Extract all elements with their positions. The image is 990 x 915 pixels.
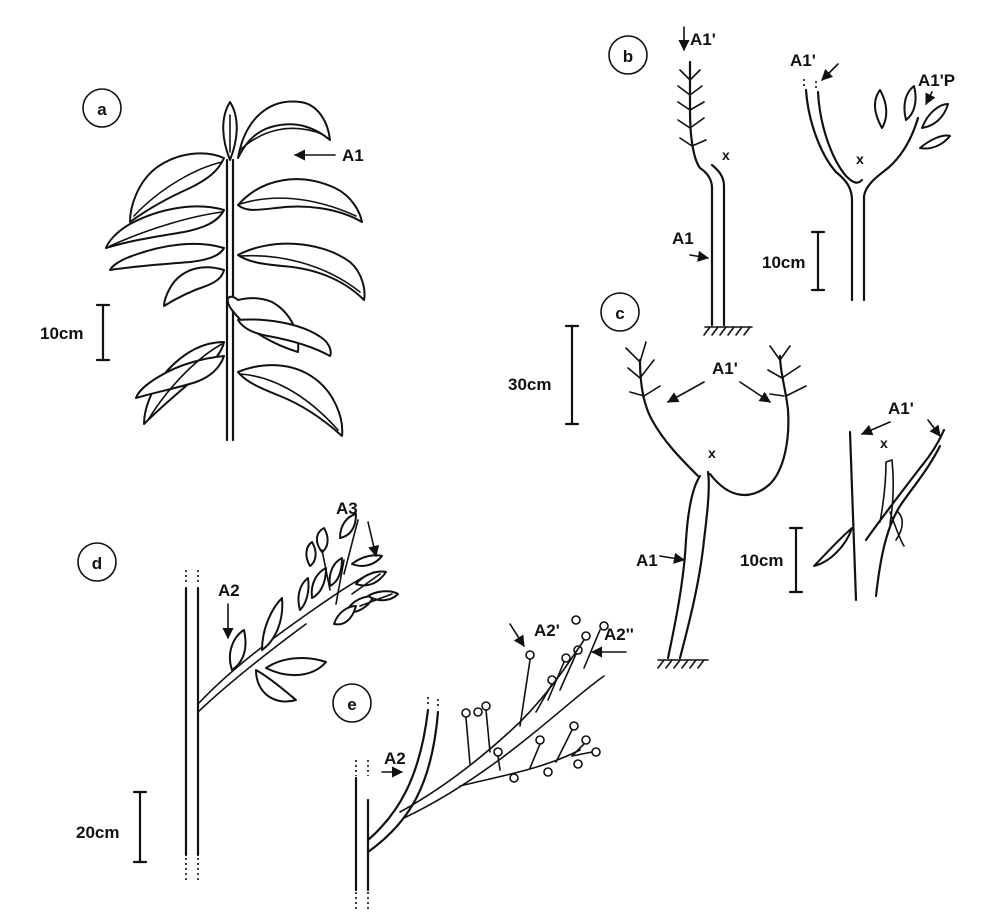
panel-e-axis-label: A2 — [384, 749, 406, 768]
panel-e-twigs — [466, 630, 600, 764]
panel-d-stem-bottom-cut — [186, 858, 198, 880]
panel-e-branch-label-1: A2' — [534, 621, 560, 640]
panel-d-scale-label: 20cm — [76, 823, 119, 842]
panel-c-detail-stem — [850, 432, 856, 600]
panel-b-right-top-arrow — [822, 64, 838, 80]
panel-c-branch-arrow-left — [668, 382, 704, 402]
panel-a-leaf — [238, 101, 330, 158]
panel-a-scale-label: 10cm — [40, 324, 83, 343]
panel-d-branch-arrow — [368, 522, 376, 556]
panel-d-leaf — [352, 555, 382, 566]
panel-c-ground-hatch — [658, 660, 704, 668]
panel-b-left-base-label: A1 — [672, 229, 694, 248]
panel-b-right-cut — [804, 76, 816, 88]
panel-c-letter: c — [615, 304, 624, 323]
panel-a-axis-label: A1 — [342, 146, 364, 165]
panel-c-scale-label: 30cm — [508, 375, 551, 394]
panel-c-detail-leaf — [814, 528, 852, 566]
panel-c-detail-branch — [866, 430, 944, 540]
panel-b-right-junction-label: x — [856, 151, 864, 167]
panel-e-stem-top-cut — [356, 760, 368, 776]
panel-c-junction-label: x — [708, 445, 716, 461]
panel-a-leaf — [238, 320, 331, 356]
panel-b-leaf — [875, 90, 886, 128]
panel-c-detail-junction-label: x — [880, 435, 888, 451]
panel-e-stem-bottom-cut — [356, 892, 368, 910]
panel-b-right-trunk — [806, 90, 852, 300]
panel-b: b A1' x A1 A1' A1'P x 10cm — [609, 27, 955, 335]
panel-c-branch-arrow-right — [740, 382, 770, 402]
panel-d-leaf — [306, 542, 315, 566]
panel-c-left-branch — [640, 360, 698, 476]
panel-b-leaf — [920, 136, 950, 149]
panel-d-leaf — [334, 606, 356, 624]
panel-d-axis-label: A2 — [218, 581, 240, 600]
panel-e-axis-branch — [368, 710, 428, 840]
panel-d-leaf — [266, 658, 326, 675]
panel-c-axis-label: A1 — [636, 551, 658, 570]
panel-c-detail-arrow-left — [862, 422, 890, 434]
panel-a-leaf — [238, 244, 364, 300]
panel-d-leaf — [298, 578, 308, 610]
panel-b-ground-hatch — [704, 327, 750, 335]
panel-e-axis-cut — [428, 694, 438, 706]
panel-c-detail-scale-label: 10cm — [740, 551, 783, 570]
panel-d-leaf — [368, 591, 398, 600]
panel-a-leaf — [110, 244, 224, 270]
panel-b-scale-label: 10cm — [762, 253, 805, 272]
panel-b-left-junction-label: x — [722, 147, 730, 163]
panel-c-axis-arrow — [660, 556, 684, 560]
panel-e: e — [333, 616, 634, 910]
panel-d-leaf — [230, 630, 246, 670]
panel-c-branch-label: A1' — [712, 359, 738, 378]
panel-b-right-top-label: A1' — [790, 51, 816, 70]
panel-b-right-branch-label: A1'P — [918, 71, 955, 90]
panel-e-branch-label-2: A2'' — [604, 625, 634, 644]
panel-a-letter: a — [97, 100, 107, 119]
panel-b-letter: b — [623, 47, 633, 66]
panel-c-trunk — [668, 476, 700, 658]
panel-b-left-trunk — [690, 62, 712, 325]
panel-a-leaf — [106, 206, 224, 248]
panel-a: a A1 10cm — [40, 89, 364, 440]
panel-d-leaf — [317, 528, 328, 552]
panel-d-branch-label: A3 — [336, 499, 358, 518]
panel-c-detail-label: A1' — [888, 399, 914, 418]
panel-e-branch-arrow-1 — [510, 624, 524, 646]
panel-b-left-trunk-edge — [712, 165, 724, 325]
panel-b-leaf — [904, 86, 915, 120]
panel-d-letter: d — [92, 554, 102, 573]
panel-e-lower-lateral — [460, 750, 580, 786]
panel-b-right-trunk-edge — [818, 92, 862, 183]
panel-a-leaf — [164, 267, 224, 306]
panel-b-leaf — [922, 104, 948, 128]
panel-b-right-branch-arrow — [926, 92, 932, 104]
panel-d-leaf — [312, 568, 326, 598]
panel-c-detail-arrow-right — [928, 420, 940, 436]
panel-d-leaf — [262, 598, 282, 650]
panel-c-right-branchlets — [768, 346, 806, 396]
panel-e-lateral — [400, 640, 584, 812]
panel-e-letter: e — [347, 695, 356, 714]
panel-d: d A2 A3 20cm — [76, 499, 398, 880]
panel-d-stem-top-cut — [186, 570, 198, 585]
panel-b-right-branch — [864, 118, 918, 300]
panel-d-leaf — [356, 572, 386, 586]
panel-b-left-base-arrow — [690, 255, 708, 258]
panel-c: c A1' x A1 30cm A1' x — [508, 293, 944, 668]
panel-b-left-top-label: A1' — [690, 30, 716, 49]
